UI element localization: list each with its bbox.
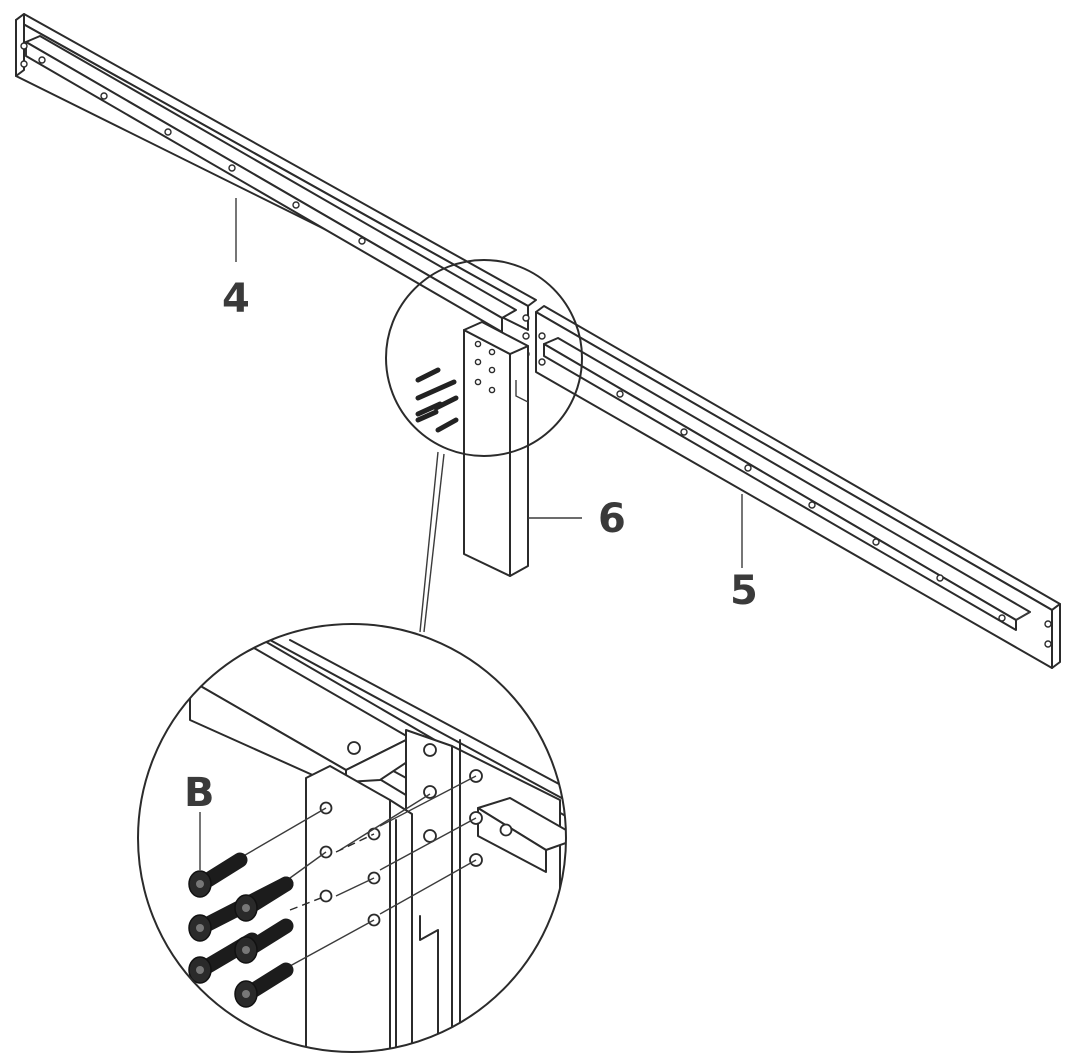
zoom-circle-outline [137,623,567,1053]
socket-head-bolt-icon [234,876,294,922]
part-label-4: 4 [222,276,250,322]
alignment-lines [239,775,477,967]
leg-6 [463,321,582,577]
bolt-set-b [188,852,294,1008]
part-label-6: 6 [598,496,626,542]
hardware-label-b: B [184,770,215,816]
leg-6-holes [474,340,496,394]
rail-4-holes [20,42,366,245]
socket-head-bolt-icon [234,962,294,1008]
zoom-detail [149,635,566,1052]
socket-head-bolt-icon [234,918,294,964]
rail-4 [15,13,537,333]
detail-callout-circle [385,259,583,633]
part-label-5: 5 [730,568,758,614]
rail-5 [522,305,1061,669]
mini-bolts [415,367,459,433]
socket-head-bolt-icon [188,852,248,898]
